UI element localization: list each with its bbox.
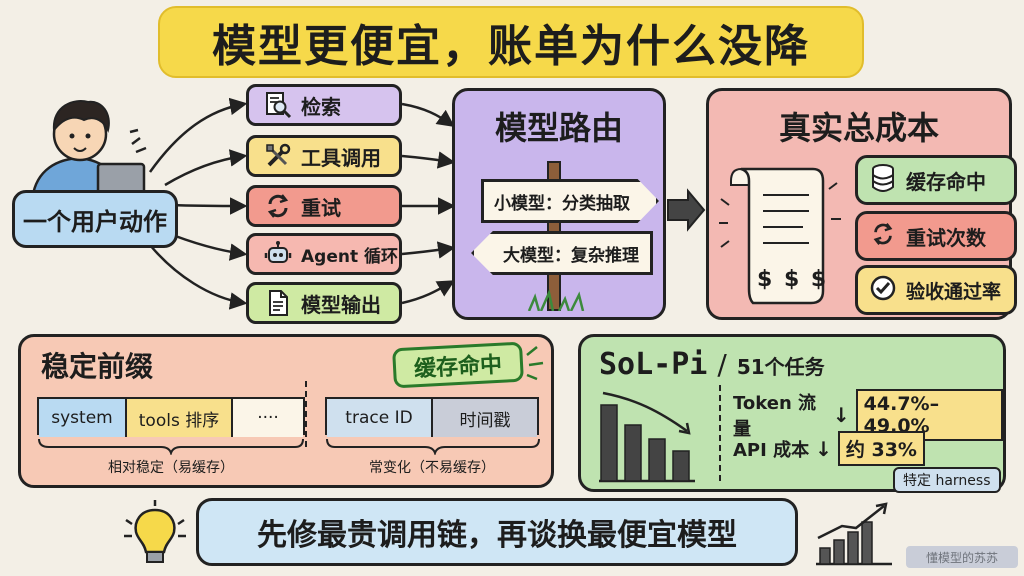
api-label: API 成本 bbox=[733, 439, 810, 461]
burst-lines-icon bbox=[526, 346, 544, 381]
action-label: 检索 bbox=[301, 94, 341, 119]
arrow-user-to-tools bbox=[164, 149, 248, 187]
factor-label: 验收通过率 bbox=[906, 280, 1002, 303]
action-label: Agent 循环 bbox=[301, 246, 399, 267]
action-retrieval: 检索 bbox=[246, 84, 402, 126]
decreasing-bars-icon bbox=[599, 391, 695, 483]
spark-lines-icon bbox=[129, 128, 147, 154]
segment-tools-order: tools 排序 bbox=[127, 399, 233, 437]
down-arrow-icon: ↓ bbox=[815, 436, 832, 461]
arrow-user-to-retry bbox=[169, 197, 248, 215]
arrow-output-to-routing bbox=[401, 280, 456, 305]
action-agent-loop: Agent 循环 bbox=[246, 233, 402, 275]
lightbulb-icon bbox=[124, 500, 186, 563]
receipt-dollar-text: $ $ $ bbox=[757, 267, 829, 292]
true-cost-panel: 真实总成本 $ $ $ 缓存命中 重试次数 验收通过率 bbox=[706, 88, 1017, 320]
sol-pi-header: SoL-Pi / 51个任务 bbox=[599, 347, 825, 382]
factor-acceptance-rate: 验收通过率 bbox=[855, 265, 1017, 315]
bottom-banner: 先修最贵调用链，再谈换最便宜模型 bbox=[196, 498, 798, 566]
sol-pi-title: SoL-Pi bbox=[599, 347, 708, 382]
api-value: 约 33% bbox=[837, 431, 925, 466]
segment-trace-id: trace ID bbox=[327, 399, 433, 437]
action-label: 重试 bbox=[301, 195, 341, 220]
big-arrow-routing-to-cost bbox=[667, 188, 706, 232]
magnifier-doc-icon bbox=[263, 90, 293, 120]
routing-panel: 模型路由 小模型：分类抽取 大模型：复杂推理 bbox=[452, 88, 666, 320]
bottom-message: 先修最贵调用链，再谈换最便宜模型 bbox=[257, 518, 737, 553]
growth-chart-icon bbox=[816, 502, 892, 566]
retry-icon bbox=[870, 221, 896, 252]
action-label: 模型输出 bbox=[301, 292, 381, 317]
sol-divider bbox=[719, 385, 721, 481]
routing-title: 模型路由 bbox=[494, 109, 623, 147]
action-retry: 重试 bbox=[246, 185, 402, 227]
tools-icon bbox=[263, 141, 293, 171]
true-cost-title: 真实总成本 bbox=[778, 109, 939, 147]
arrow-agent-to-routing bbox=[401, 241, 456, 259]
arrow-user-to-output bbox=[149, 244, 248, 310]
cache-hit-stamp: 缓存命中 bbox=[392, 341, 524, 389]
factor-label: 重试次数 bbox=[906, 225, 986, 250]
stable-prefix-title: 稳定前缀 bbox=[41, 350, 154, 383]
action-model-output: 模型输出 bbox=[246, 282, 402, 324]
arrow-tools-to-routing bbox=[401, 151, 456, 169]
page-title: 模型更便宜，账单为什么没降 bbox=[212, 21, 810, 72]
arrow-retrieval-to-routing bbox=[401, 102, 455, 128]
api-row: API 成本 ↓ 约 33% bbox=[733, 431, 925, 466]
database-icon bbox=[870, 163, 896, 197]
document-icon bbox=[263, 288, 293, 318]
factor-cache-hit: 缓存命中 bbox=[855, 155, 1017, 205]
segment-timestamp: 时间戳 bbox=[433, 399, 537, 437]
down-arrow-icon: ↓ bbox=[832, 403, 850, 427]
sign-large-model-label: 大模型：复杂推理 bbox=[503, 245, 639, 266]
stable-prefix-panel: 稳定前缀 缓存命中 system tools 排序 ···· trace ID … bbox=[18, 334, 554, 488]
user-action-label: 一个用户动作 bbox=[23, 207, 167, 236]
user-action-box: 一个用户动作 bbox=[12, 190, 178, 248]
segment-system: system bbox=[39, 399, 127, 437]
stable-label: 相对稳定（易缓存） bbox=[108, 460, 234, 476]
variable-label: 常变化（不易缓存） bbox=[369, 460, 495, 476]
title-banner: 模型更便宜，账单为什么没降 bbox=[158, 6, 864, 78]
prefix-divider bbox=[305, 381, 307, 447]
watermark-text: 懂模型的苏苏 bbox=[925, 550, 998, 565]
factor-label: 缓存命中 bbox=[906, 169, 986, 194]
stable-segments-bar: system tools 排序 ···· bbox=[37, 397, 305, 437]
action-tool-call: 工具调用 bbox=[246, 135, 402, 177]
token-label: Token 流量 bbox=[733, 393, 817, 440]
sol-pi-subtitle: 51个任务 bbox=[736, 355, 825, 379]
retry-icon bbox=[263, 191, 293, 221]
variable-segments-bar: trace ID 时间戳 bbox=[325, 397, 539, 437]
sign-small-model-label: 小模型：分类抽取 bbox=[494, 193, 630, 214]
sign-large-model: 大模型：复杂推理 bbox=[471, 231, 653, 275]
check-circle-icon bbox=[870, 275, 896, 306]
factor-retry-count: 重试次数 bbox=[855, 211, 1017, 261]
segment-ellipsis: ···· bbox=[233, 399, 303, 437]
receipt-icon bbox=[719, 167, 841, 305]
action-label: 工具调用 bbox=[301, 145, 381, 170]
sol-pi-slash: / bbox=[717, 348, 727, 381]
robot-icon bbox=[263, 239, 293, 269]
arrow-user-to-retrieval bbox=[148, 97, 248, 173]
grass-icon bbox=[527, 289, 585, 311]
sol-pi-panel: SoL-Pi / 51个任务 Token 流量 ↓ 44.7%–49.0% AP… bbox=[578, 334, 1006, 493]
harness-tag: 特定 harness bbox=[893, 467, 1001, 493]
watermark: 懂模型的苏苏 bbox=[906, 546, 1018, 568]
sign-small-model: 小模型：分类抽取 bbox=[481, 179, 659, 223]
cache-hit-stamp-label: 缓存命中 bbox=[413, 352, 503, 383]
segment-brackets bbox=[38, 438, 540, 455]
